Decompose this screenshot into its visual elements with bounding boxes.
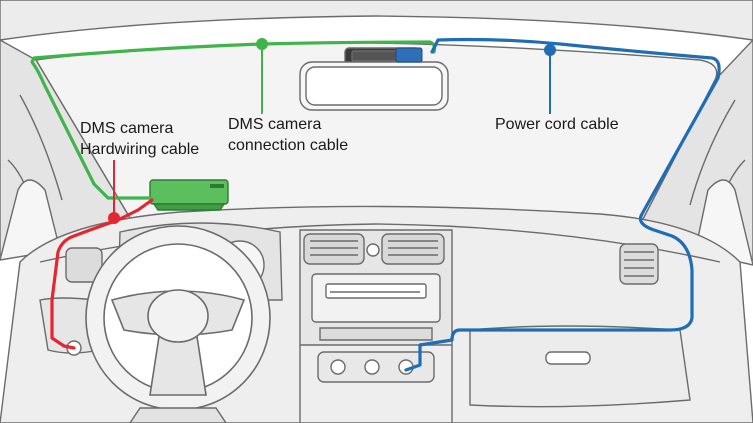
power-cable-marker [544,44,556,56]
callouts [108,38,556,224]
dms-connection-cable [30,40,437,200]
label-line-1: DMS camera [228,116,322,133]
label-line-1: DMS camera [80,120,174,137]
label-line-2: Hardwiring cable [80,141,200,158]
steering-wheel [85,225,271,411]
label-dms-connection-cable: DMS camera connection cable [228,114,348,156]
hardwiring-cable-marker [108,212,120,224]
dms-camera [149,179,229,211]
dms-hardwiring-cable [50,198,154,350]
label-dms-hardwiring-cable: DMS camera Hardwiring cable [80,118,199,160]
label-power-cord-cable: Power cord cable [495,116,619,133]
cables [30,37,721,372]
label-line-2: connection cable [228,137,349,154]
steering-column [129,407,227,423]
connection-cable-marker [256,38,268,50]
power-cord-cable [404,37,721,372]
dashcam [395,47,423,63]
